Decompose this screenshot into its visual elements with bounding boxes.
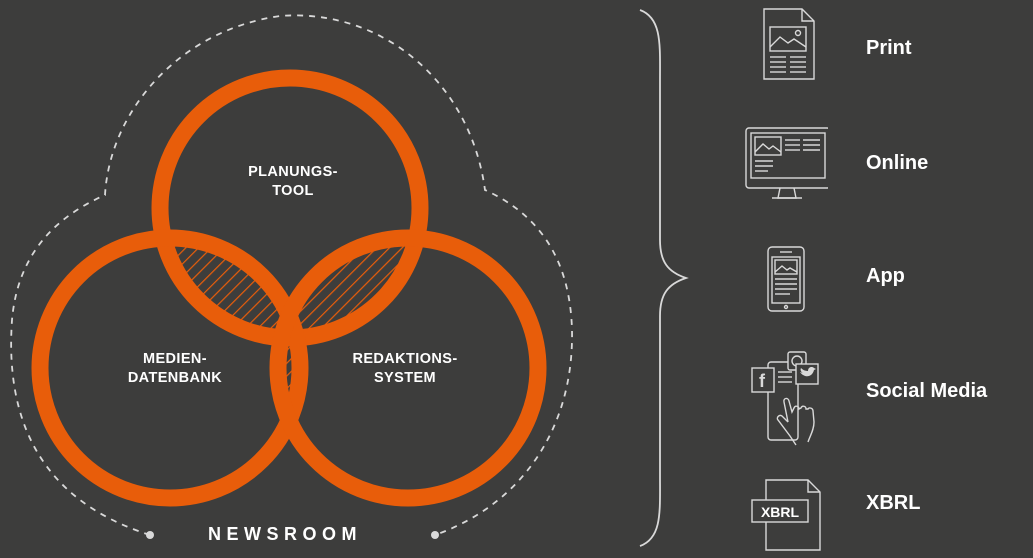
- channel-label-social-media: Social Media: [866, 380, 988, 402]
- channel-label-print: Print: [866, 37, 912, 59]
- svg-text:f: f: [759, 371, 766, 391]
- overlap-planung-medien: [160, 238, 300, 338]
- channel-app: App: [738, 245, 1033, 325]
- channel-xbrl: XBRL XBRL: [738, 478, 1033, 558]
- smartphone-icon: [767, 246, 805, 312]
- svg-text:XBRL: XBRL: [761, 504, 800, 520]
- circle-mediendatenbank: [31, 229, 309, 507]
- label-planungstool: PLANUNGS-TOOL: [248, 164, 338, 199]
- channel-online: Online: [738, 124, 1033, 204]
- channel-label-app: App: [866, 265, 905, 287]
- desktop-monitor-icon: [745, 127, 828, 199]
- curly-brace: [639, 9, 689, 547]
- xbrl-document-icon: XBRL: [751, 479, 821, 551]
- circle-redaktionssystem: [269, 229, 547, 507]
- channel-print: Print: [738, 5, 1033, 85]
- channel-social-media: f Social Media: [738, 350, 1033, 446]
- newsroom-label: NEWSROOM: [208, 524, 362, 544]
- social-media-touch-icon: f: [751, 351, 819, 446]
- label-mediendatenbank: MEDIEN-DATENBANK: [127, 351, 223, 386]
- label-redaktionssystem: REDAKTIONS-SYSTEM: [352, 351, 458, 386]
- boundary-end-dot-right: [431, 531, 439, 539]
- channel-label-xbrl: XBRL: [866, 492, 921, 514]
- channel-label-online: Online: [866, 152, 929, 174]
- overlap-planung-redaktion: [278, 238, 420, 338]
- boundary-end-dot-left: [146, 531, 154, 539]
- print-document-icon: [763, 8, 815, 80]
